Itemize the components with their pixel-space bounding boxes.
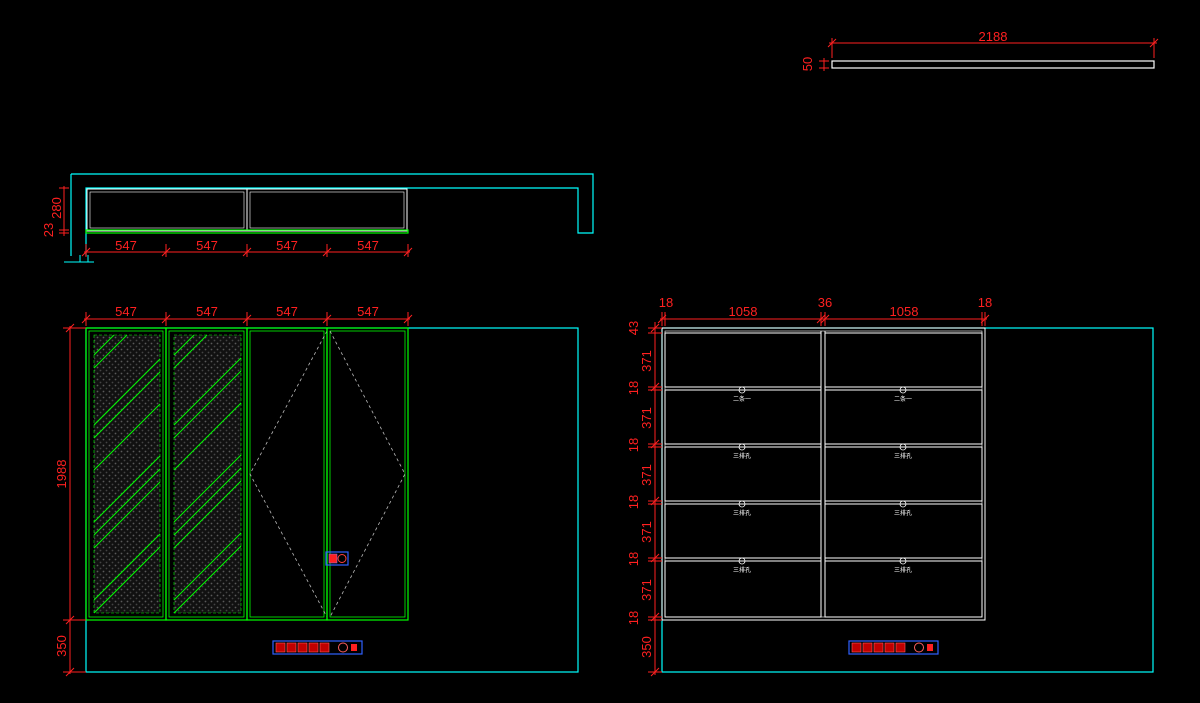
right-top-label-18-right: 18	[978, 295, 992, 310]
top-panel-height-dimension	[819, 58, 829, 71]
plan-height-label-23: 23	[41, 223, 56, 237]
plan-door-strip	[85, 229, 409, 234]
right-side-label-371-4: 371	[639, 521, 654, 543]
right-top-label-18-left: 18	[659, 295, 673, 310]
left-width-label-3: 547	[276, 304, 298, 319]
drawer-label-2: 二条一	[894, 395, 912, 403]
right-top-dimension	[657, 312, 990, 326]
right-side-label-371-1: 371	[639, 350, 654, 372]
plan-cabinets	[86, 188, 408, 232]
plan-ground-mark	[64, 255, 94, 263]
plan-width-dimension	[81, 244, 413, 257]
right-side-label-18-1: 18	[626, 381, 641, 395]
drawer-label-3: 三排孔	[733, 452, 751, 460]
right-side-label-350: 350	[639, 636, 654, 658]
top-panel-width-dimension	[827, 38, 1159, 58]
left-height-label-350: 350	[54, 635, 69, 657]
right-top-label-1058-left: 1058	[729, 304, 758, 319]
left-door-1	[85, 327, 167, 621]
right-side-label-371-3: 371	[639, 464, 654, 486]
right-drawer-handles	[738, 386, 907, 565]
plan-outline	[71, 173, 594, 256]
left-width-label-1: 547	[115, 304, 137, 319]
right-top-label-1058-right: 1058	[890, 304, 919, 319]
top-panel-width-label: 2188	[979, 29, 1008, 44]
right-side-label-371-5: 371	[639, 579, 654, 601]
left-outlet-small	[325, 551, 349, 566]
drawer-label-4: 三排孔	[894, 452, 912, 460]
right-side-label-18-3: 18	[626, 495, 641, 509]
plan-width-label-4: 547	[357, 238, 379, 253]
plan-height-dimension	[59, 186, 69, 236]
right-top-label-36: 36	[818, 295, 832, 310]
left-door-4	[326, 327, 409, 621]
top-panel: 2188 50	[800, 29, 1159, 71]
right-side-label-18-2: 18	[626, 438, 641, 452]
drawer-label-1: 二条一	[733, 395, 751, 403]
left-height-label-1988: 1988	[54, 460, 69, 489]
right-elevation: 二条一 二条一 三排孔 三排孔 三排孔 三排孔 三排孔 三排孔	[626, 295, 1154, 677]
left-height-dimension	[63, 323, 86, 677]
plan-height-label-280: 280	[49, 197, 64, 219]
left-outlet-strip	[272, 640, 363, 655]
drawer-label-5: 三排孔	[733, 509, 751, 517]
plan-width-label-2: 547	[196, 238, 218, 253]
drawer-label-6: 三排孔	[894, 509, 912, 517]
right-outlet-strip	[848, 640, 939, 655]
plan-width-label-3: 547	[276, 238, 298, 253]
left-top-width-dimension	[81, 312, 413, 326]
plan-view: 547 547 547 547 23 280	[41, 173, 594, 263]
left-door-2	[165, 327, 248, 621]
drawer-label-7: 三排孔	[733, 566, 751, 574]
top-panel-height-label: 50	[800, 57, 815, 71]
right-side-label-43: 43	[626, 321, 641, 335]
left-width-label-2: 547	[196, 304, 218, 319]
right-side-label-371-2: 371	[639, 407, 654, 429]
right-side-label-18-4: 18	[626, 552, 641, 566]
top-panel-outline	[831, 60, 1155, 69]
left-elevation: 547 547 547 547 1988 350	[54, 304, 579, 677]
plan-width-label-1: 547	[115, 238, 137, 253]
right-side-dimension	[648, 322, 662, 677]
drawer-label-8: 三排孔	[894, 566, 912, 574]
right-side-label-18-5: 18	[626, 611, 641, 625]
left-width-label-4: 547	[357, 304, 379, 319]
